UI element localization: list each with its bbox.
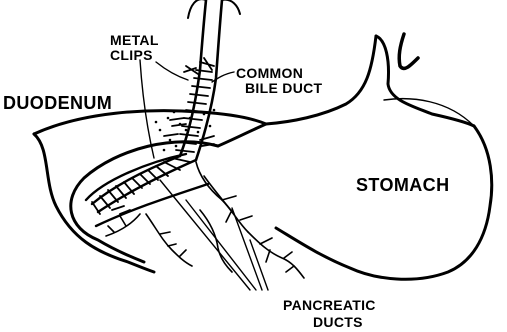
metal-clips-label: METAL <box>110 33 159 47</box>
metal-clips-label-line2: CLIPS <box>110 48 153 62</box>
common-bile-duct-label: COMMON <box>236 66 303 80</box>
duodenum-label: DUODENUM <box>3 94 112 112</box>
pancreatic-ducts-label-line2: DUCTS <box>313 315 363 329</box>
duodenum-outline <box>34 111 266 272</box>
branch-ducts <box>106 162 304 278</box>
common-bile-duct-label-line2: BILE DUCT <box>245 81 322 95</box>
pancreatic-ducts-label: PANCREATIC <box>283 298 376 312</box>
stomach-label: STOMACH <box>356 176 449 194</box>
